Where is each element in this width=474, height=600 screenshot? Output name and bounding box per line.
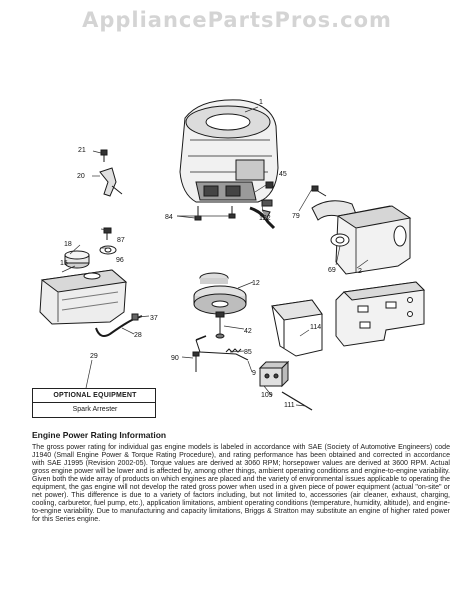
callout-69: 69	[328, 267, 336, 274]
bolt-part[interactable]	[265, 181, 274, 189]
rating-title: Engine Power Rating Information	[32, 430, 167, 440]
callout-85: 85	[244, 349, 252, 356]
pulley-part[interactable]	[193, 272, 247, 315]
callout-90: 90	[171, 355, 179, 362]
callout-20: 20	[77, 173, 85, 180]
callout-79: 79	[292, 213, 300, 220]
bracket-part[interactable]	[271, 299, 323, 357]
center-bolt-part[interactable]	[215, 311, 225, 339]
dipstick-tube-part[interactable]	[249, 199, 276, 230]
optional-equipment-box: OPTIONAL EQUIPMENT Spark Arrester	[32, 388, 156, 418]
callout-42: 42	[244, 328, 252, 335]
callout-28: 28	[134, 332, 142, 339]
callout-2: 2	[358, 268, 362, 275]
callout-114: 114	[310, 324, 321, 331]
callout-45: 45	[279, 171, 287, 178]
optional-equipment-divider	[33, 402, 155, 403]
callout-29: 29	[90, 353, 98, 360]
callout-15: 15	[60, 260, 68, 267]
callout-122: 122	[259, 215, 271, 222]
callout-18: 18	[64, 241, 72, 248]
callout-1: 1	[259, 99, 263, 106]
mounting-bolt-part[interactable]	[194, 206, 236, 221]
callout-96: 96	[116, 257, 124, 264]
callout-9: 9	[252, 370, 256, 377]
optional-equipment-title: OPTIONAL EQUIPMENT	[53, 392, 137, 399]
small-bolt-part[interactable]	[192, 351, 200, 372]
callout-37: 37	[150, 315, 158, 322]
throttle-bracket-part[interactable]	[99, 149, 123, 197]
spark-arrester-label[interactable]: Spark Arrester	[72, 406, 118, 413]
leader-lines	[61, 106, 369, 407]
callout-12: 12	[252, 280, 260, 287]
callout-21: 21	[78, 147, 86, 154]
muffler-part[interactable]	[311, 185, 412, 275]
callout-111: 111	[284, 402, 295, 409]
watermark: AppliancePartsPros.com	[82, 8, 392, 32]
rating-body: The gross power rating for individual ga…	[32, 444, 450, 524]
solenoid-part[interactable]	[258, 360, 313, 411]
control-rod-part[interactable]	[195, 335, 249, 361]
callout-labels: 1 21 20 45 122 84 79 69 2 87 18 96 15 12…	[60, 99, 362, 409]
fuel-tank-part[interactable]	[39, 269, 128, 325]
callout-84: 84	[165, 214, 173, 221]
engine-part[interactable]	[179, 99, 279, 203]
callout-109: 109	[261, 392, 273, 399]
callout-87: 87	[117, 237, 125, 244]
mounting-plate-part[interactable]	[335, 281, 426, 347]
